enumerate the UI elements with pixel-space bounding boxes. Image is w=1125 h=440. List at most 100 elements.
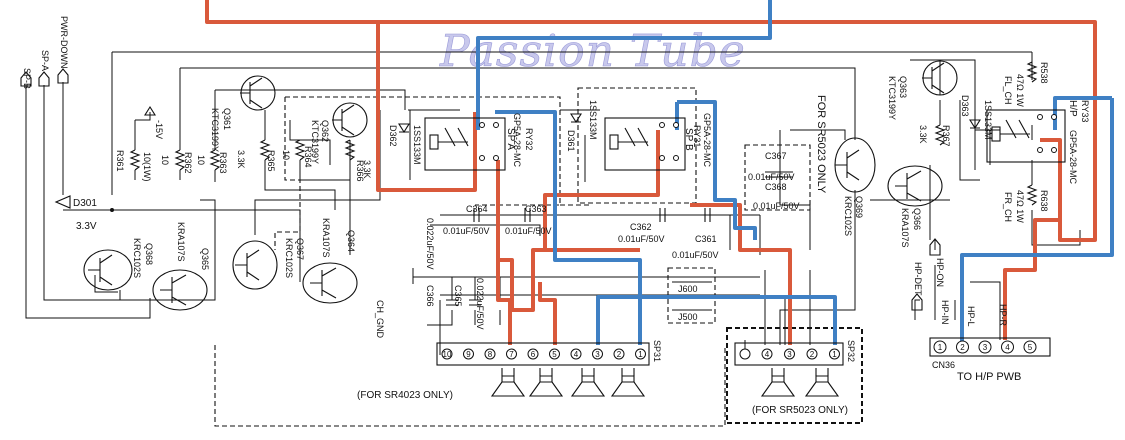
sr5023-box [726,327,863,424]
q364-label: Q364 [346,230,356,252]
sp31-pin-label: 1 [638,350,643,359]
q361-label: Q361 [222,108,232,130]
sp31-speaker-icon [490,368,526,397]
q367 [232,240,278,290]
sp31-pin [613,348,625,360]
q366 [887,165,943,207]
r363 [209,149,221,171]
sp32-speaker-icon [804,368,840,397]
sp-a-label: SP-A [40,50,50,71]
c367-value: 0.01uF/50V [748,172,795,182]
cn36-pin-label: 4 [1005,343,1010,352]
ry31-box [577,87,697,204]
sp31-pin-label: 9 [466,350,471,359]
r538-channel: FL_CH [1003,76,1013,105]
r364-label: R364 [303,146,313,168]
c361-label: C361 [695,234,717,244]
sp32-pin [806,348,818,360]
r367 [934,124,946,146]
c362 [659,208,666,222]
d361 [570,113,582,124]
transistors: Q361 KTC3199Y Q362 KTC3199Y Q363 KTC3199… [83,60,958,311]
r365-value: 3.3K [236,150,246,169]
c364-value: 0.01uF/50V [443,226,490,236]
d362-part: 1SS133M [412,125,422,165]
d301-label: D301 [73,198,97,209]
diodes: D362 1SS133M D361 1SS133M D363 1SS133M [388,95,993,165]
sp31-pin [463,348,474,360]
r638 [1026,184,1038,206]
q368 [83,249,133,291]
hp-on-label: HP-ON [935,258,945,287]
sp-b-label: SP-B [22,68,32,89]
sp31-pin [592,348,603,360]
r366-value: 3.3K [362,160,372,179]
sp31-pin-label: 10 [443,350,452,359]
d361-part: 1SS133M [588,100,598,140]
r361-label: R361 [115,150,125,172]
q362-part: KTC3199Y [310,120,320,164]
q366-label: Q366 [912,208,922,230]
c365-value: 0.022uF/50V [475,278,485,330]
d363-part: 1SS133M [983,100,993,140]
r638-label: R638 [1039,190,1049,212]
sp31-pin [506,348,517,360]
ry31-function: SP B [683,128,694,151]
sp-a-terminal [38,71,50,87]
r365 [259,139,271,161]
q365-label: Q365 [200,248,210,270]
q366-part: KRA107S [900,208,910,248]
d301-zener: D301 3.3V [54,195,114,232]
r365-label: R365 [266,150,276,172]
c367 [765,171,793,178]
c362-label: C362 [630,222,652,232]
c363 [524,208,531,222]
cn36-pin [956,340,969,354]
q368-label: Q368 [144,243,154,265]
sp31-pin-label: 8 [488,350,493,359]
sp32-speaker-icon [760,368,796,397]
note-sr5023-only: FOR SR5023 ONLY [815,95,827,194]
c367-label: C367 [765,151,787,161]
q369-part: KRC102S [843,196,853,236]
q367-part: KRC102S [284,238,294,278]
sp31-pin [441,348,453,360]
sp31-pin [484,348,496,360]
sp31-pin-label: 2 [617,350,622,359]
relay-ry33: GP5A-28-MC RY33 H/P [986,100,1090,185]
sp32-pin-label: 2 [810,350,815,359]
sp31-pin [549,348,560,360]
note-sr5023-only-box: (FOR SR5023 ONLY) [752,405,848,416]
neg15v-supply: -15V [144,105,164,139]
c365-label: C365 [453,285,463,307]
r362 [174,149,186,171]
d363-label: D363 [960,95,970,117]
sp31-pin [635,348,646,360]
c366 [446,299,458,306]
d361-label: D361 [566,130,576,152]
q365 [152,269,208,311]
cn36-hp-l: HP-L [966,306,976,327]
r538-label: R538 [1039,62,1049,84]
sp31-pin-label: 5 [552,350,557,359]
sp31-pin-label: 7 [509,350,514,359]
hp-on-terminal [929,238,941,256]
r367-label: R367 [941,125,951,147]
r364-value: 10 [281,150,291,160]
r638-value: 47Ω 1W [1015,190,1025,223]
r361 [129,149,141,171]
d362-label: D362 [388,125,398,147]
cn36-pin [1023,340,1037,354]
sp31-label: SP31 [652,340,662,362]
c366-label: C366 [425,285,435,307]
sp32-pin [784,348,795,360]
c361 [704,208,711,222]
cn36-pin-label: 2 [960,343,965,352]
sr5023-cap-box [744,144,811,211]
speaker-b-path [476,0,1114,345]
c363-value: 0.01uF/50V [505,226,552,236]
sp32-label: SP32 [846,340,856,362]
sp31-speaker-icon [528,368,564,397]
